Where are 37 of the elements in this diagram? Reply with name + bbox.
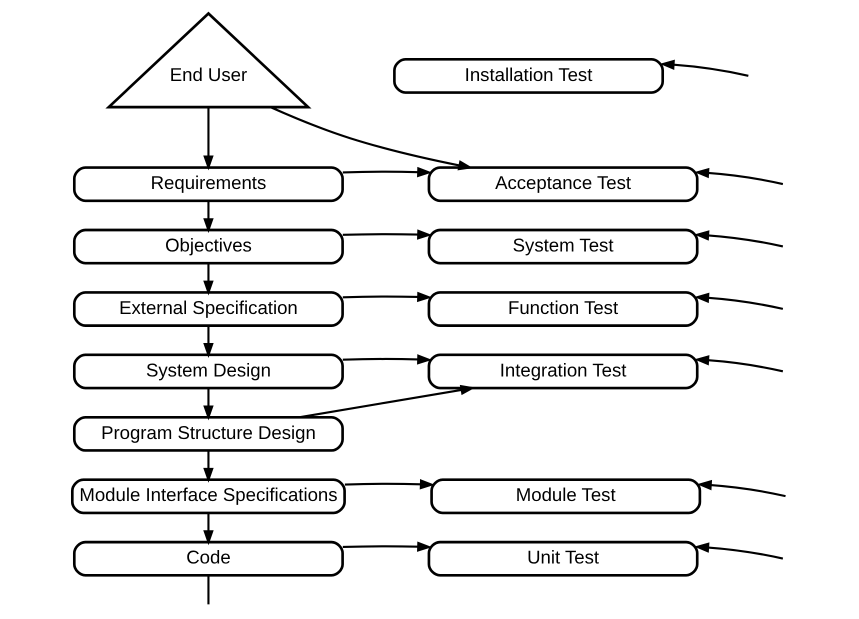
node-box: System Test [428, 228, 699, 265]
node-box: Unit Test [428, 540, 699, 577]
arrow [342, 229, 432, 240]
arrow [298, 384, 476, 418]
arrow [270, 106, 474, 170]
node-box: Module Interface Specifications [70, 478, 346, 514]
arrow [660, 60, 749, 77]
node-box: External Specification [72, 291, 344, 327]
arrow [342, 292, 432, 302]
connector [207, 576, 210, 604]
node-box: Function Test [428, 291, 699, 327]
arrow [694, 230, 784, 248]
arrow [203, 264, 214, 296]
node-box: Requirements [72, 166, 344, 202]
node-box: Integration Test [428, 354, 699, 390]
node-box: Acceptance Test [428, 166, 699, 202]
arrow [694, 355, 784, 372]
arrow [203, 201, 214, 234]
node-box: Module Test [430, 478, 702, 514]
arrow [203, 388, 214, 420]
arrow [203, 513, 214, 546]
arrow [694, 168, 784, 186]
arrow [203, 450, 214, 483]
arrow [203, 107, 214, 170]
arrow [203, 326, 214, 358]
node-box: Program Structure Design [72, 416, 344, 452]
arrow [696, 480, 786, 498]
arrow [342, 541, 432, 552]
arrow [342, 354, 432, 365]
node-box: Code [72, 540, 344, 577]
node-box: System Design [72, 354, 344, 390]
arrow [694, 542, 784, 560]
arrow [344, 479, 435, 490]
node-box: Installation Test [393, 58, 664, 94]
arrow [342, 166, 432, 178]
node-box: Objectives [72, 228, 344, 265]
arrow [694, 292, 784, 310]
